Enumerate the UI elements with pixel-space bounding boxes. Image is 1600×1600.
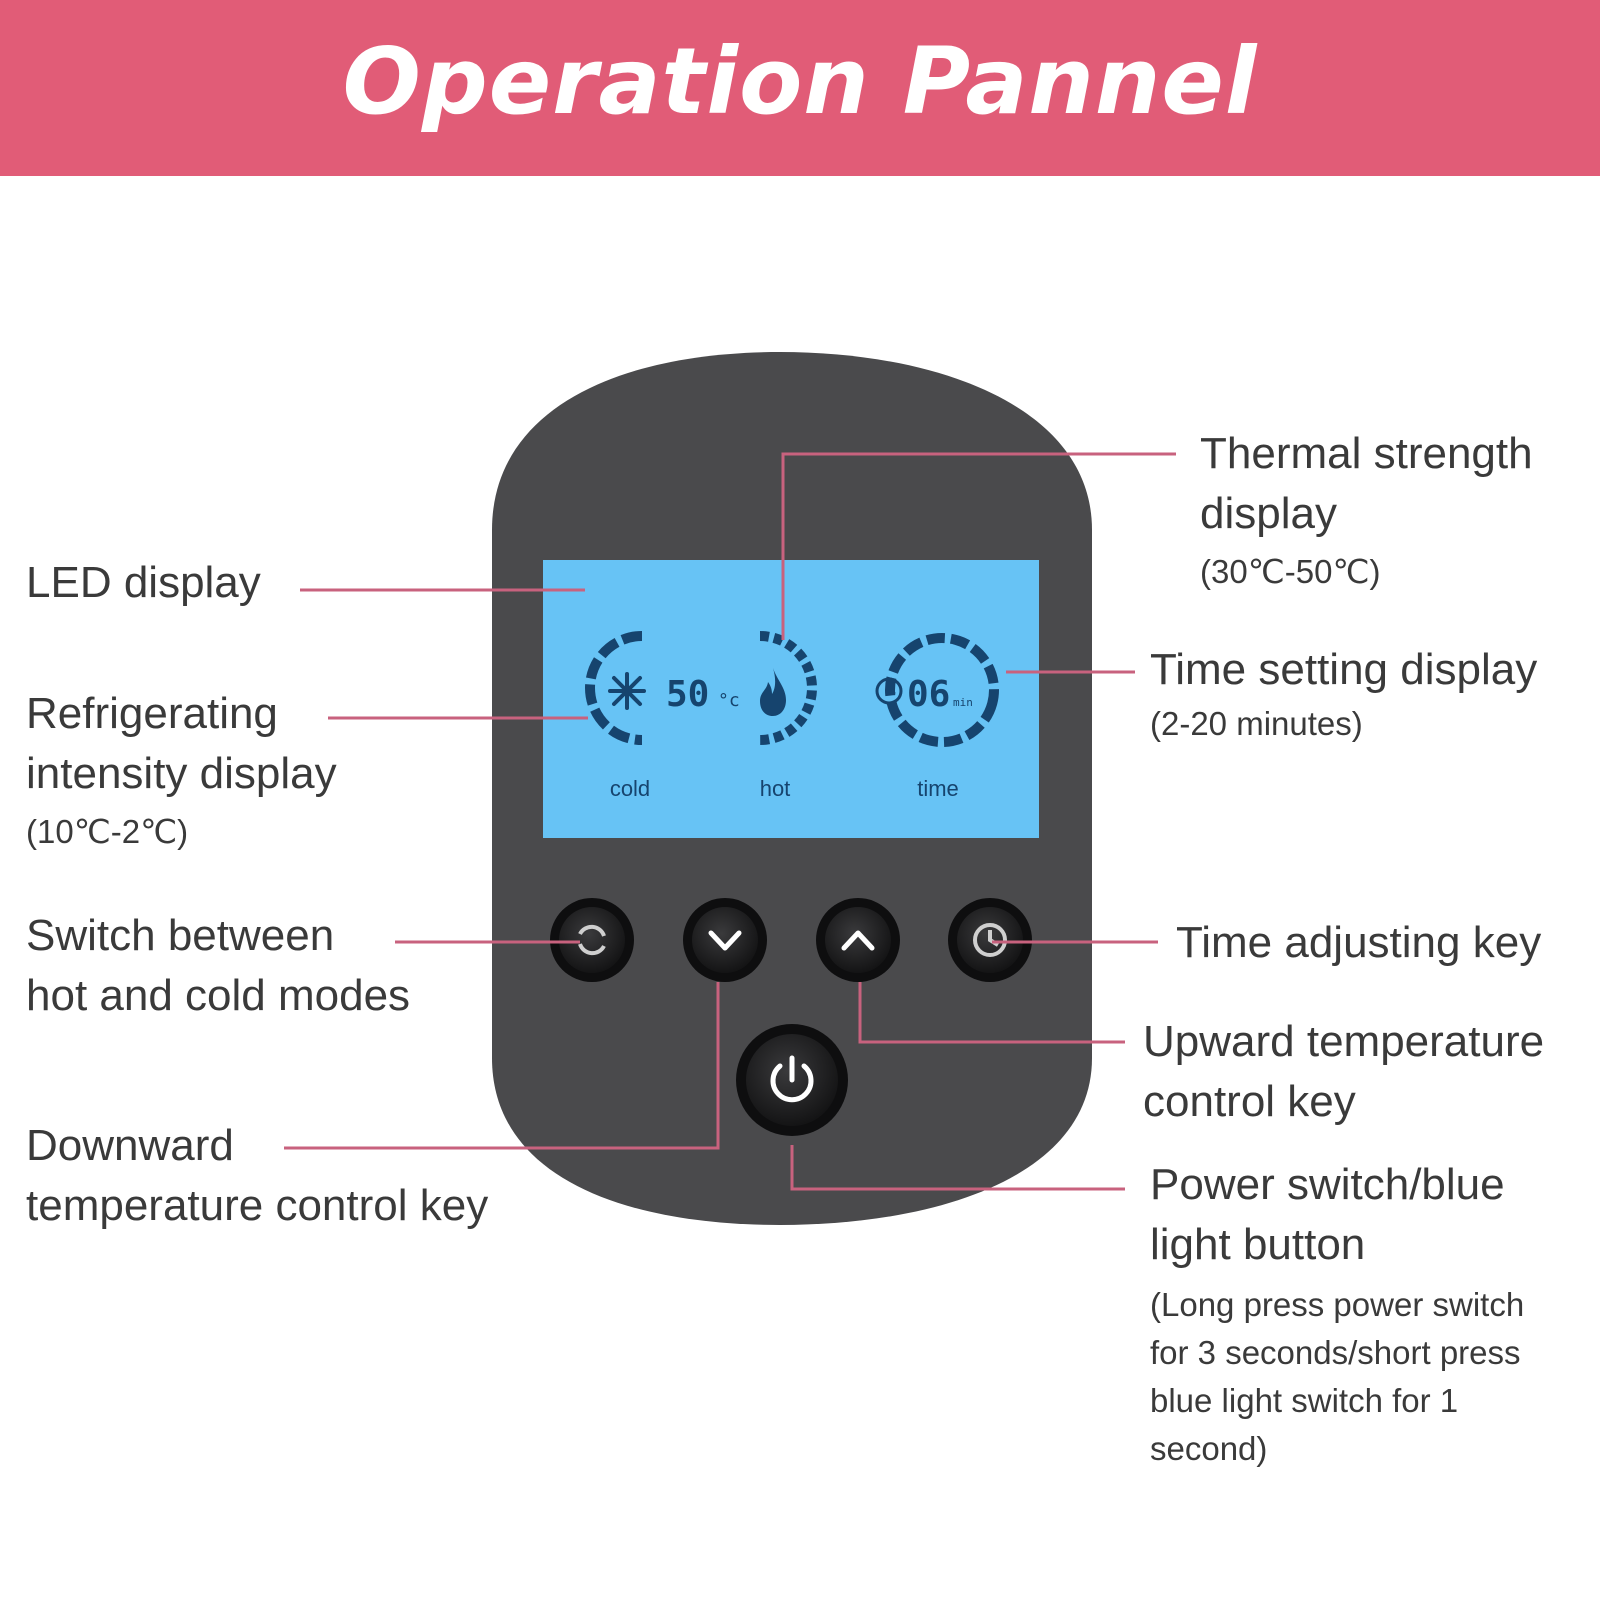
time-gauge xyxy=(885,633,999,747)
label-thermal-line1: Thermal strength xyxy=(1200,429,1533,478)
label-downward-key: Downward temperature control key xyxy=(26,1116,488,1236)
power-button[interactable] xyxy=(736,1024,848,1136)
label-thermal-line2: display xyxy=(1200,489,1337,538)
snowflake-icon xyxy=(608,672,646,710)
lcd-time-unit: min xyxy=(953,696,973,709)
chevron-down-icon xyxy=(708,930,742,951)
label-power-line1: Power switch/blue xyxy=(1150,1160,1505,1209)
label-power-note1: (Long press power switch xyxy=(1150,1286,1525,1323)
temperature-up-button[interactable] xyxy=(816,898,900,982)
label-downward-line1: Downward xyxy=(26,1121,234,1170)
label-time-setting-title: Time setting display xyxy=(1150,645,1538,694)
label-downward-line2: temperature control key xyxy=(26,1181,489,1230)
lcd-time: 06 xyxy=(907,674,950,715)
leader-lines xyxy=(284,452,1176,1191)
label-refrigerating-range: (10℃-2℃) xyxy=(26,813,189,850)
label-switch-line1: Switch between xyxy=(26,911,335,960)
mode-switch-icon xyxy=(578,924,606,956)
label-upward-key: Upward temperature control key xyxy=(1143,1012,1544,1132)
temperature-down-button[interactable] xyxy=(683,898,767,982)
clock-icon xyxy=(875,677,903,705)
label-time-setting-range: (2-20 minutes) xyxy=(1150,705,1363,742)
header-banner: Operation Pannel xyxy=(0,0,1600,176)
page-title: Operation Pannel xyxy=(342,28,1258,135)
label-power-line2: light button xyxy=(1150,1220,1366,1269)
lcd-label-hot: hot xyxy=(760,776,791,801)
label-switch-modes: Switch between hot and cold modes xyxy=(26,906,410,1026)
flame-icon xyxy=(760,668,786,716)
label-refrigerating-line2: intensity display xyxy=(26,749,337,798)
label-time-adjusting-key: Time adjusting key xyxy=(1176,918,1542,967)
mode-switch-button[interactable] xyxy=(550,898,634,982)
label-upward-line2: control key xyxy=(1143,1077,1356,1126)
label-power-note2: for 3 seconds/short press xyxy=(1150,1334,1521,1371)
time-adjust-button[interactable] xyxy=(948,898,1032,982)
label-led-display: LED display xyxy=(26,558,261,607)
lcd-label-cold: cold xyxy=(610,776,650,801)
label-power-switch: Power switch/blue light button (Long pre… xyxy=(1150,1155,1524,1473)
power-icon xyxy=(770,1055,814,1103)
label-thermal-strength: Thermal strength display (30℃-50℃) xyxy=(1200,424,1533,596)
lcd-temperature: 50 xyxy=(666,674,709,715)
label-refrigerating: Refrigerating intensity display (10℃-2℃) xyxy=(26,684,337,856)
label-thermal-range: (30℃-50℃) xyxy=(1200,553,1381,590)
label-switch-line2: hot and cold modes xyxy=(26,971,411,1020)
cold-gauge xyxy=(585,631,643,745)
lcd-label-time: time xyxy=(917,776,959,801)
label-power-note4: second) xyxy=(1150,1430,1268,1467)
chevron-up-icon xyxy=(841,930,875,951)
label-upward-line1: Upward temperature xyxy=(1143,1017,1545,1066)
label-refrigerating-line1: Refrigerating xyxy=(26,689,278,738)
label-power-note3: blue light switch for 1 xyxy=(1150,1382,1459,1419)
lcd-temp-unit: °c xyxy=(718,690,740,711)
label-time-setting: Time setting display (2-20 minutes) xyxy=(1150,640,1537,748)
